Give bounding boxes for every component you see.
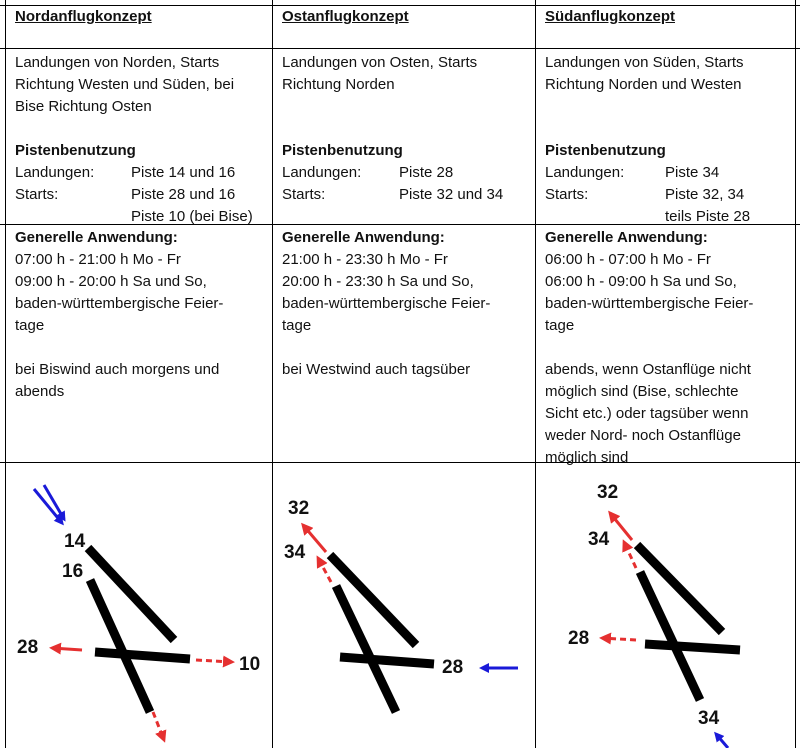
landings-value: Piste 14 und 16 [131, 164, 236, 181]
departure-arrow [316, 555, 333, 583]
runway-10-28 [339, 652, 435, 669]
landings-value: Piste 28 [399, 164, 454, 181]
runway-14-32 [84, 544, 178, 644]
departure-arrow [301, 522, 328, 553]
departure-arrow [49, 642, 83, 655]
note-line: abends [15, 383, 65, 400]
runway-label: 34 [588, 529, 610, 550]
usage-line: 21:00 h - 23:30 h Mo - Fr [282, 251, 448, 268]
column-description-north: Landungen von Norden, Starts Richtung We… [15, 52, 253, 228]
usage-line: 20:00 h - 23:30 h Sa und So, [282, 273, 474, 290]
general-usage-heading: Generelle Anwendung: [545, 229, 708, 246]
usage-line: 09:00 h - 20:00 h Sa und So, [15, 273, 207, 290]
table-row-divider-2 [0, 462, 800, 463]
column-usage-east: Generelle Anwendung: 21:00 h - 23:30 h M… [282, 227, 490, 381]
usage-line: tage [282, 317, 312, 334]
usage-line: baden-württembergische Feier- [545, 295, 754, 312]
departure-arrow [195, 655, 235, 668]
table-border-top [0, 5, 800, 6]
note-line: bei Westwind auch tagsüber [282, 361, 471, 378]
usage-line: 07:00 h - 21:00 h Mo - Fr [15, 251, 181, 268]
starts-label: Starts: [282, 186, 326, 203]
description-line: Landungen von Norden, Starts [15, 54, 220, 71]
runway-usage-heading: Pistenbenutzung [15, 142, 136, 159]
runway-16-34 [635, 570, 705, 702]
column-usage-south: Generelle Anwendung: 06:00 h - 07:00 h M… [545, 227, 753, 469]
column-description-east: Landungen von Osten, Starts Richtung Nor… [282, 52, 503, 206]
table-border-left [5, 0, 6, 748]
note-line: abends, wenn Ostanflüge nicht [545, 361, 751, 378]
runway-label: 28 [17, 637, 38, 658]
runway-16-34 [331, 584, 401, 714]
diagram-north: 14 16 28 10 [17, 484, 260, 743]
column-title-south: Südanflugkonzept [545, 8, 675, 25]
column-usage-north: Generelle Anwendung: 07:00 h - 21:00 h M… [15, 227, 223, 403]
starts-value: Piste 28 und 16 [131, 186, 236, 203]
landings-label: Landungen: [282, 164, 362, 181]
general-usage-heading: Generelle Anwendung: [15, 229, 178, 246]
runway-label: 16 [62, 561, 83, 582]
table-border-col1 [272, 0, 273, 748]
starts-label: Starts: [15, 186, 59, 203]
diagram-east: 32 34 28 [284, 498, 518, 714]
runway-label: 32 [288, 498, 309, 519]
starts-value: Piste 32 und 34 [399, 186, 504, 203]
runway-14-32 [633, 541, 726, 636]
runway-10-28 [644, 639, 741, 655]
table-border-col2 [535, 0, 536, 748]
table-border-right [795, 0, 796, 748]
note-line: bei Biswind auch morgens und [15, 361, 220, 378]
description-line: Richtung Norden [282, 76, 395, 93]
usage-line: baden-württembergische Feier- [15, 295, 224, 312]
runway-label: 28 [568, 628, 589, 649]
description-line: Richtung Norden und Westen [545, 76, 742, 93]
note-line: möglich sind (Bise, schlechte [545, 383, 739, 400]
landings-label: Landungen: [545, 164, 625, 181]
note-line: Sicht etc.) oder tagsüber wenn [545, 405, 749, 422]
starts-value: Piste 32, 34 [665, 186, 745, 203]
table-row-divider-1 [0, 224, 800, 225]
description-line: Landungen von Osten, Starts [282, 54, 478, 71]
departure-arrow [622, 539, 638, 569]
landings-value: Piste 34 [665, 164, 720, 181]
note-line: weder Nord- noch Ostanflüge [545, 427, 741, 444]
diagram-south: 32 34 28 34 [568, 482, 741, 748]
description-line: Landungen von Süden, Starts [545, 54, 744, 71]
landing-arrow [714, 731, 730, 748]
column-description-south: Landungen von Süden, Starts Richtung Nor… [545, 52, 750, 228]
usage-line: 06:00 h - 07:00 h Mo - Fr [545, 251, 711, 268]
column-title-north: Nordanflugkonzept [15, 8, 152, 25]
column-title-east: Ostanflugkonzept [282, 8, 409, 25]
runway-16-34 [85, 578, 155, 714]
runway-label: 34 [284, 542, 306, 563]
usage-line: baden-württembergische Feier- [282, 295, 491, 312]
departure-arrow [599, 632, 637, 645]
departure-arrow [608, 510, 634, 541]
runway-label: 34 [698, 708, 720, 729]
starts-value-extra: teils Piste 28 [665, 208, 751, 225]
landings-label: Landungen: [15, 164, 95, 181]
description-line: Bise Richtung Osten [15, 98, 152, 115]
table-header-divider [0, 48, 800, 49]
note-line: möglich sind [545, 449, 629, 466]
runway-14-32 [326, 551, 420, 649]
runway-label: 10 [239, 654, 260, 675]
runway-usage-heading: Pistenbenutzung [282, 142, 403, 159]
usage-line: 06:00 h - 09:00 h Sa und So, [545, 273, 737, 290]
runway-10-28 [94, 647, 191, 664]
starts-label: Starts: [545, 186, 589, 203]
description-line: Richtung Westen und Süden, bei [15, 76, 235, 93]
runway-label: 14 [64, 531, 86, 552]
runway-usage-heading: Pistenbenutzung [545, 142, 666, 159]
usage-line: tage [545, 317, 575, 334]
departure-arrow [151, 711, 167, 743]
general-usage-heading: Generelle Anwendung: [282, 229, 445, 246]
usage-line: tage [15, 317, 45, 334]
runway-label: 28 [442, 657, 463, 678]
landing-arrow [42, 484, 66, 522]
starts-value-extra: Piste 10 (bei Bise) [131, 208, 253, 225]
runway-label: 32 [597, 482, 618, 503]
